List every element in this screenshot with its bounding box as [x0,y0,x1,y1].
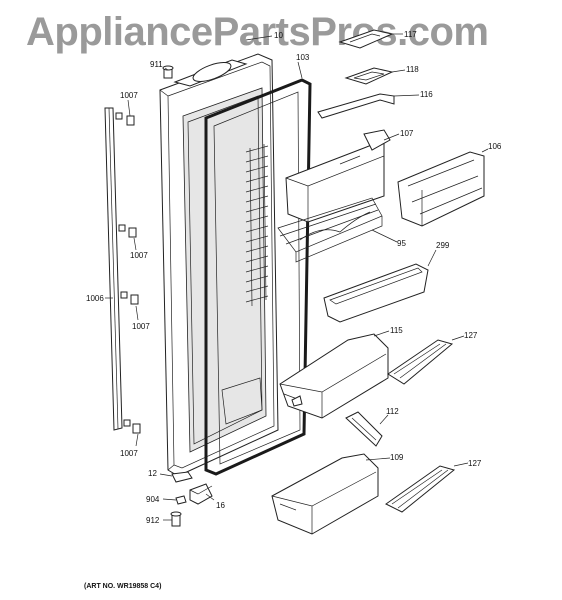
bin-end-cap-lower [385,465,456,513]
callout-16: 16 [216,501,225,510]
callout-103: 103 [296,53,310,62]
callout-107: 107 [400,129,414,138]
door-bin-upper [279,333,389,419]
leader-lines [105,33,489,521]
callout-115: 115 [390,326,403,335]
callout-299: 299 [436,241,450,250]
callout-95: 95 [397,239,406,248]
callout-1007-a: 1007 [120,91,138,100]
wire-rack [277,197,383,263]
door-handle [104,107,141,434]
callout-904: 904 [146,495,160,504]
watermark: AppliancePartsPros.com [26,10,489,54]
callout-10: 10 [274,31,283,40]
callout-112: 112 [386,407,399,416]
bin-clip [345,411,383,447]
callout-911: 911 [150,60,163,69]
callout-1007-b: 1007 [130,251,148,260]
callout-118: 118 [406,65,419,74]
bin-cover [397,151,485,227]
small-shelf [323,263,429,323]
callout-1006: 1006 [86,294,104,303]
callout-109: 109 [390,453,404,462]
callout-116: 116 [420,90,433,99]
callout-1007-d: 1007 [120,449,138,458]
callout-12: 12 [148,469,157,478]
callout-1007-c: 1007 [132,322,150,331]
dispenser-cover [317,29,395,119]
dairy-bin [285,129,391,223]
callout-127-a: 127 [464,331,478,340]
bottom-hinge-parts [170,471,213,527]
art-number: (ART NO. WR19858 C4) [84,583,161,590]
callout-127-b: 127 [468,459,482,468]
door-bin-lower [271,453,379,535]
door-panel [159,53,279,477]
liner-rails [221,143,269,425]
callout-912: 912 [146,516,160,525]
callout-106: 106 [488,142,502,151]
bin-end-cap-upper [387,339,454,385]
door-gasket [204,78,312,476]
callout-117: 117 [404,30,417,39]
